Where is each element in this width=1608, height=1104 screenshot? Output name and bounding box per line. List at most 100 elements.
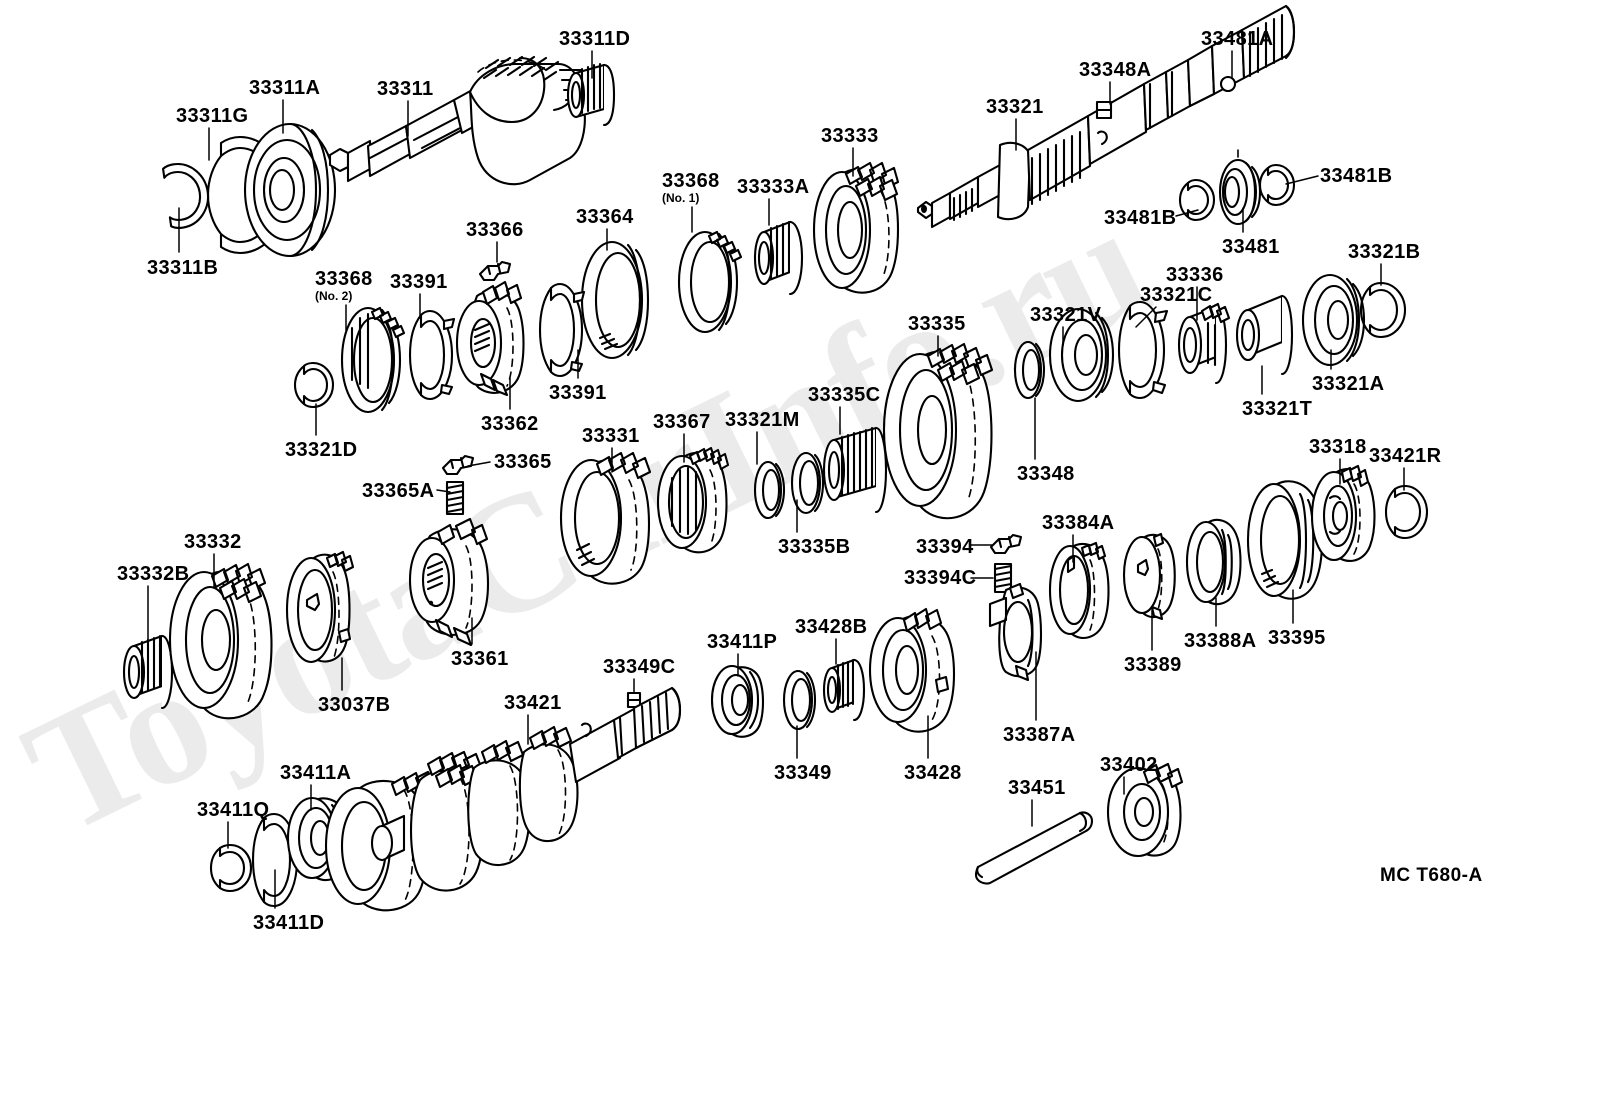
callout-number: 33349C [603, 656, 676, 678]
callout-33321[interactable]: 33321 [986, 97, 1044, 117]
callout-33335[interactable]: 33335 [908, 314, 966, 334]
callout-33421[interactable]: 33421 [504, 693, 562, 713]
callout-33395[interactable]: 33395 [1268, 628, 1326, 648]
callout-33321T[interactable]: 33321T [1242, 399, 1312, 419]
part-33336 [1177, 302, 1231, 385]
callout-33335C[interactable]: 33335C [808, 385, 880, 405]
callout-33411Q[interactable]: 33411Q [197, 800, 269, 820]
callout-33349C[interactable]: 33349C [603, 657, 675, 677]
callout-33366[interactable]: 33366 [466, 220, 524, 240]
callout-33321V[interactable]: 33321V [1030, 305, 1101, 325]
callout-33421R[interactable]: 33421R [1369, 446, 1441, 466]
callout-number: 33421R [1369, 445, 1442, 467]
callout-33367[interactable]: 33367 [653, 412, 711, 432]
callout-33411A[interactable]: 33411A [280, 763, 351, 783]
callout-33361[interactable]: 33361 [451, 649, 509, 669]
callout-33311B[interactable]: 33311B [147, 258, 218, 278]
callout-33481B-left[interactable]: 33481B [1104, 208, 1176, 228]
callout-33335B[interactable]: 33335B [778, 537, 850, 557]
callout-33321A[interactable]: 33321A [1312, 374, 1384, 394]
callout-number: 33311 [377, 78, 434, 100]
part-33368-no1 [677, 230, 743, 334]
callout-number: 33481B [1320, 165, 1393, 187]
callout-33332B[interactable]: 33332B [117, 564, 189, 584]
part-33332B [122, 634, 174, 710]
callout-33311[interactable]: 33311 [377, 79, 434, 99]
callout-33394C[interactable]: 33394C [904, 568, 976, 588]
callout-number: 33348A [1079, 59, 1152, 81]
callout-33428[interactable]: 33428 [904, 763, 962, 783]
callout-33311D[interactable]: 33311D [559, 29, 630, 49]
part-33335C [822, 426, 888, 514]
callout-33362[interactable]: 33362 [481, 414, 539, 434]
callout-33387A[interactable]: 33387A [1003, 725, 1075, 745]
callout-33428B[interactable]: 33428B [795, 617, 867, 637]
callout-number: 33365 [494, 451, 552, 473]
callout-33384A[interactable]: 33384A [1042, 513, 1114, 533]
callout-number: 33333 [821, 125, 879, 147]
callout-33365[interactable]: 33365 [494, 452, 552, 472]
callout-number: 33321B [1348, 241, 1421, 263]
callout-33391-a[interactable]: 33391 [390, 272, 448, 292]
callout-33481B-right[interactable]: 33481B [1320, 166, 1392, 186]
callout-number: 33311A [249, 77, 321, 99]
callout-number: 33428 [904, 762, 962, 784]
callout-33391-b[interactable]: 33391 [549, 383, 607, 403]
callout-number: 33481 [1222, 236, 1280, 258]
callout-33333[interactable]: 33333 [821, 126, 879, 146]
callout-number: 33394 [916, 536, 974, 558]
callout-33364[interactable]: 33364 [576, 207, 634, 227]
callout-33321D[interactable]: 33321D [285, 440, 357, 460]
callout-number: 33411Q [197, 799, 270, 821]
part-33333 [812, 161, 900, 294]
callout-33394[interactable]: 33394 [916, 537, 974, 557]
part-33384A [1048, 541, 1110, 639]
callout-33348[interactable]: 33348 [1017, 464, 1075, 484]
diagram-code: MC T680-A [1380, 865, 1483, 886]
callout-33318[interactable]: 33318 [1309, 437, 1367, 457]
callout-number: 33348 [1017, 463, 1075, 485]
part-33311D [566, 62, 616, 127]
callout-33411D[interactable]: 33411D [253, 913, 324, 933]
callout-33389[interactable]: 33389 [1124, 655, 1182, 675]
part-33348 [1013, 340, 1046, 400]
callout-note: (No. 1) [662, 191, 700, 205]
callout-33388A[interactable]: 33388A [1184, 631, 1256, 651]
part-33368-no2 [340, 306, 406, 414]
callout-33311G[interactable]: 33311G [176, 106, 248, 126]
callout-33333A[interactable]: 33333A [737, 177, 809, 197]
callout-33411P[interactable]: 33411P [707, 632, 777, 652]
callout-33336[interactable]: 33336 [1166, 265, 1224, 285]
part-33335B [790, 451, 825, 515]
callout-number: 33389 [1124, 654, 1182, 676]
callout-33481[interactable]: 33481 [1222, 237, 1280, 257]
callout-33037B[interactable]: 33037B [318, 695, 390, 715]
callout-number: 33411P [707, 631, 778, 653]
callout-33349[interactable]: 33349 [774, 763, 832, 783]
callout-33311A[interactable]: 33311A [249, 78, 320, 98]
callout-33321B[interactable]: 33321B [1348, 242, 1420, 262]
callout-number: 33331 [582, 425, 640, 447]
callout-33332[interactable]: 33332 [184, 532, 242, 552]
callout-33368-1[interactable]: 33368(No. 1) [662, 171, 720, 204]
callout-33365A[interactable]: 33365A [362, 481, 434, 501]
callout-number: 33411A [280, 762, 352, 784]
callout-33348A[interactable]: 33348A [1079, 60, 1151, 80]
callout-33321M[interactable]: 33321M [725, 410, 800, 430]
part-33321A [1301, 273, 1366, 367]
callout-33331[interactable]: 33331 [582, 426, 640, 446]
callout-33481A[interactable]: 33481A [1201, 29, 1273, 49]
callout-number: 33321V [1030, 304, 1102, 326]
callout-number: 33388A [1184, 630, 1257, 652]
callout-33402[interactable]: 33402 [1100, 755, 1158, 775]
callout-number: 33451 [1008, 777, 1066, 799]
callout-number: 33037B [318, 694, 391, 716]
callout-number: 33321C [1140, 284, 1213, 306]
part-33388A [1185, 518, 1242, 606]
callout-33451[interactable]: 33451 [1008, 778, 1066, 798]
callout-33368-2[interactable]: 33368(No. 2) [315, 269, 373, 302]
callout-33321C[interactable]: 33321C [1140, 285, 1212, 305]
part-33428B [822, 658, 866, 722]
